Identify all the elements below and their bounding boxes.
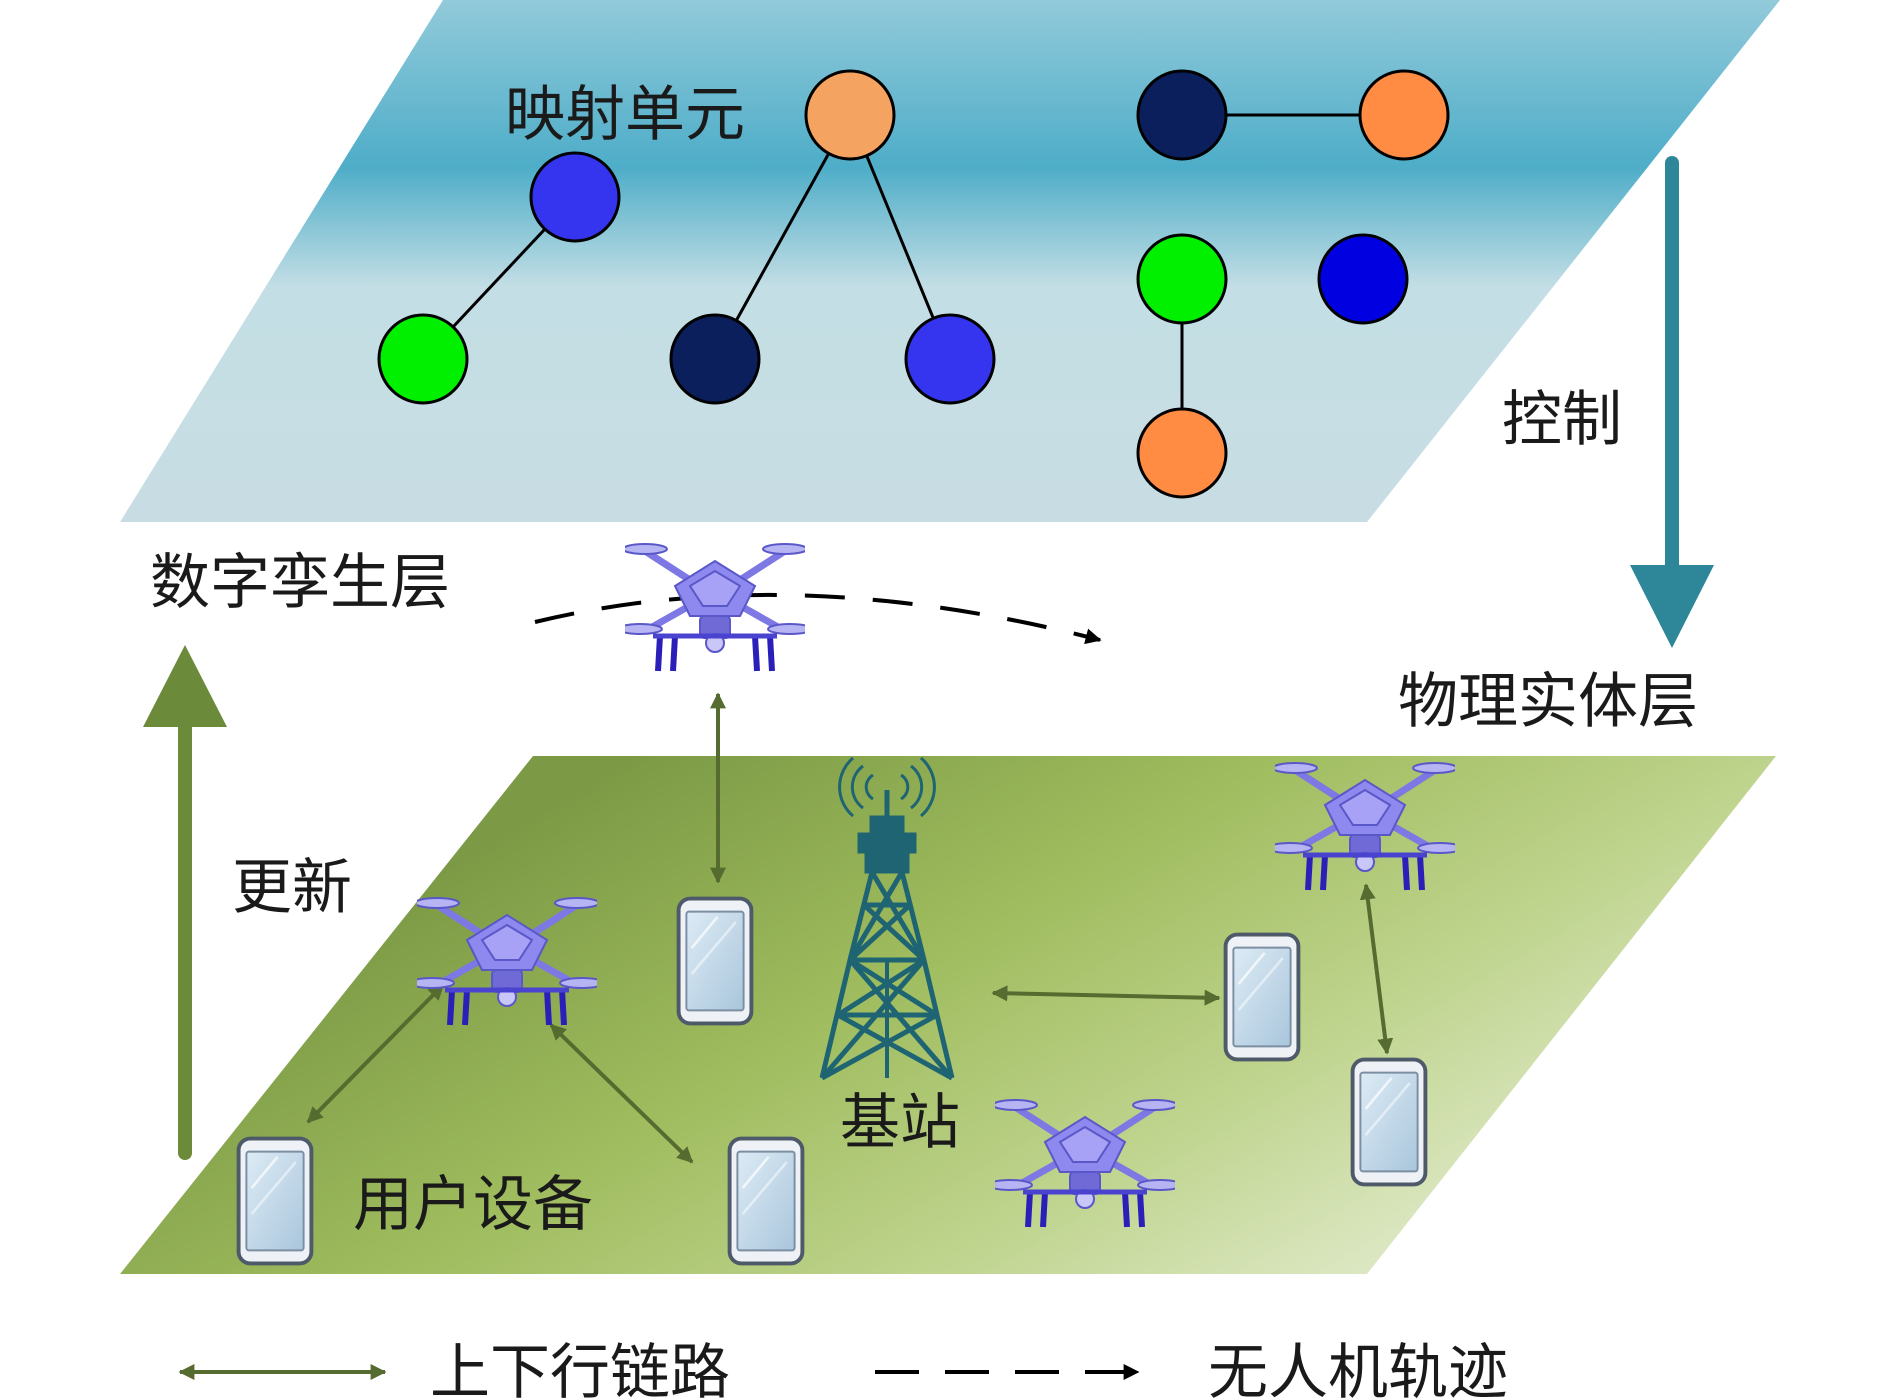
graph-node xyxy=(669,313,761,405)
update-arrow xyxy=(143,645,227,1160)
phone-icon xyxy=(1350,1057,1428,1187)
phone-icon xyxy=(236,1136,314,1266)
phone-icon xyxy=(676,896,754,1026)
control-arrow xyxy=(1630,156,1714,648)
graph-node xyxy=(377,313,469,405)
graph-node xyxy=(904,313,996,405)
legend: 上下行链路 无人机轨迹 xyxy=(178,1338,1508,1400)
graph-nodes xyxy=(377,69,1450,499)
graph-node xyxy=(804,69,896,161)
digital-twin-layer-label: 数字孪生层 xyxy=(150,548,450,618)
user-equipment-label: 用户设备 xyxy=(353,1170,593,1240)
physical-entity-layer-label: 物理实体层 xyxy=(1398,667,1698,737)
legend-trajectory-label: 无人机轨迹 xyxy=(1208,1338,1508,1400)
tower-icon xyxy=(819,756,955,1081)
graph-node xyxy=(1358,69,1450,161)
uav-trajectory xyxy=(534,592,1102,645)
uplink-downlink-links xyxy=(306,692,1394,1164)
mapping-unit-label: 映射单元 xyxy=(505,80,745,150)
phone-icon xyxy=(1223,932,1301,1062)
legend-link-label: 上下行链路 xyxy=(430,1338,730,1400)
phone-icon xyxy=(727,1136,805,1266)
graph-node xyxy=(1136,233,1228,325)
graph-node xyxy=(1136,407,1228,499)
graph-node xyxy=(529,151,621,243)
base-station-label: 基站 xyxy=(840,1088,960,1158)
graph-node xyxy=(1136,69,1228,161)
drone-icon xyxy=(618,544,812,671)
graph-node xyxy=(1317,233,1409,325)
control-label: 控制 xyxy=(1502,385,1622,455)
update-label: 更新 xyxy=(232,853,352,923)
